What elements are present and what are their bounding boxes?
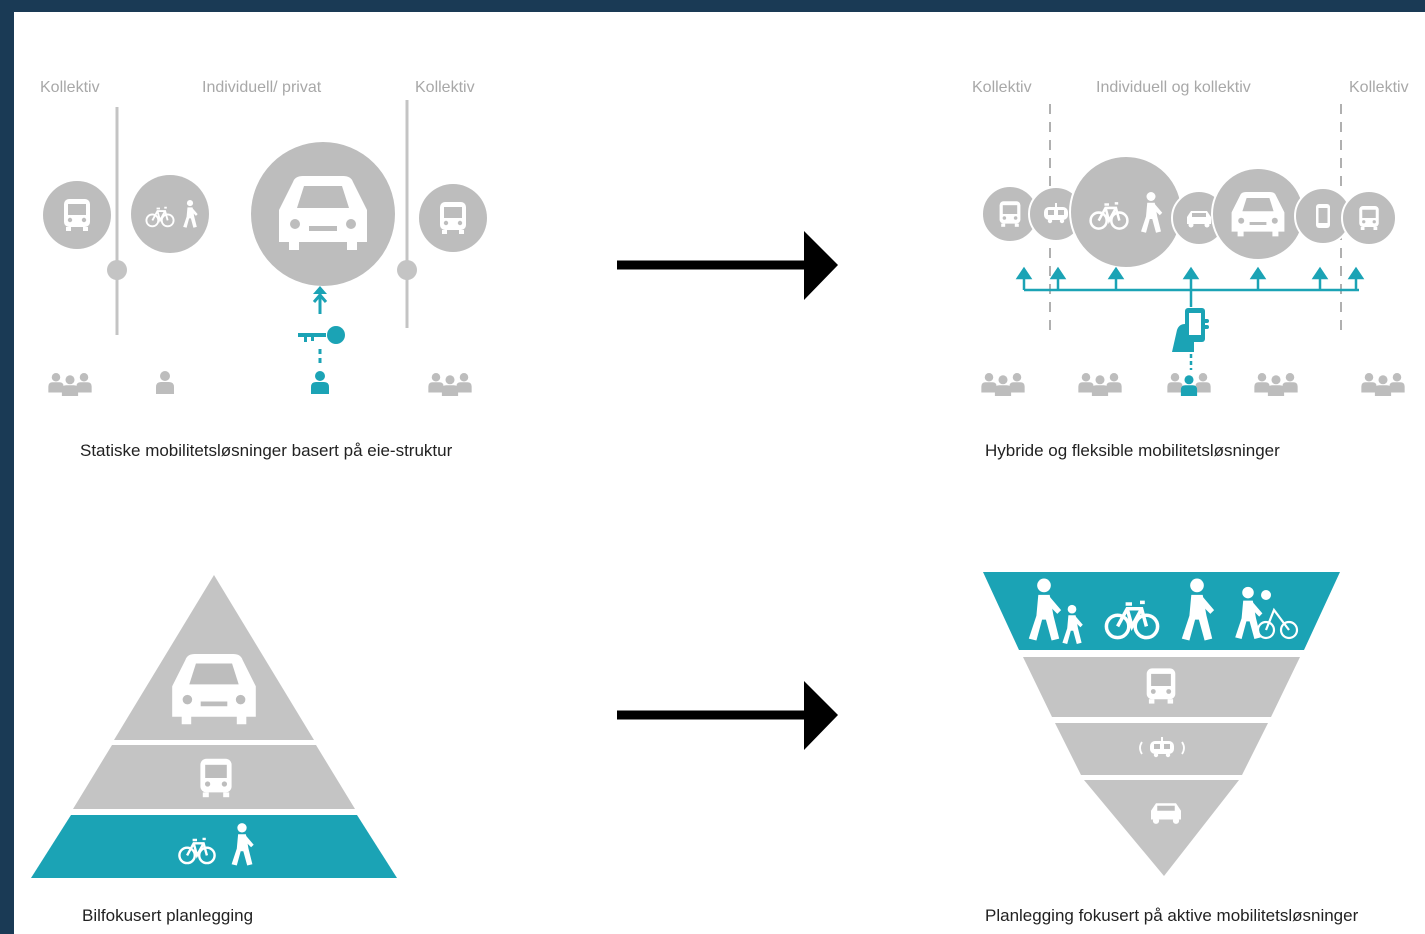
person-icon: [311, 371, 329, 394]
bike-walk-icon: [131, 175, 209, 253]
bus-icon: [43, 181, 111, 249]
bus-icon: [1341, 190, 1397, 246]
bus-icon: [200, 758, 232, 798]
mobility-diagram: Kollektiv Individuell/ privat Kollektiv: [31, 79, 1409, 925]
transition-arrow-top: [617, 231, 838, 300]
caption-static: Statiske mobilitetsløsninger basert på e…: [80, 441, 453, 460]
header-kollektiv-left: Kollektiv: [40, 79, 100, 96]
group-icon: [1167, 372, 1211, 396]
pyramid-bottom-active: [31, 815, 397, 878]
bottom-right-inverted-pyramid: Planlegging fokusert på aktive mobilitet…: [983, 572, 1359, 925]
top-right-panel: Kollektiv Individuell og kollektiv Kolle…: [972, 79, 1409, 460]
car-icon: [1211, 167, 1305, 261]
bus-icon: [1146, 668, 1176, 704]
group-icon: [48, 373, 91, 396]
person-icon: [156, 371, 174, 394]
shuttle-icon: [1139, 737, 1185, 758]
group-icon: [981, 373, 1024, 396]
header-individuell-kollektiv: Individuell og kollektiv: [1096, 79, 1251, 96]
group-icon: [428, 373, 471, 396]
diagram-canvas: Kollektiv Individuell/ privat Kollektiv: [14, 12, 1425, 934]
bottom-left-pyramid: Bilfokusert planlegging: [31, 575, 397, 925]
car-icon: [172, 654, 256, 725]
group-icon: [1254, 373, 1297, 396]
key-access-chain: [298, 286, 345, 394]
bike-walk-icon: [1069, 155, 1183, 269]
header-kollektiv-right: Kollektiv: [415, 79, 475, 96]
key-icon: [298, 326, 345, 344]
header-individuell-privat: Individuell/ privat: [202, 79, 322, 96]
caption-aktive: Planlegging fokusert på aktive mobilitet…: [985, 906, 1359, 925]
caption-hybrid: Hybride og fleksible mobilitetsløsninger: [985, 441, 1280, 460]
top-left-panel: Kollektiv Individuell/ privat Kollektiv: [40, 79, 487, 460]
transition-arrow-bottom: [617, 681, 838, 750]
bus-icon: [419, 184, 487, 252]
header-kollektiv-left: Kollektiv: [972, 79, 1032, 96]
divider-knob: [107, 260, 127, 280]
caption-bilfokusert: Bilfokusert planlegging: [82, 906, 253, 925]
header-kollektiv-right: Kollektiv: [1349, 79, 1409, 96]
group-icon: [1078, 373, 1121, 396]
phone-hand-icon: [1172, 308, 1209, 352]
divider-knob: [397, 260, 417, 280]
family-bike-icon: [1235, 586, 1299, 640]
pyramid-car: [1084, 780, 1239, 876]
distribution-bar: [1015, 266, 1365, 307]
group-icon: [1361, 373, 1404, 396]
car-icon: [251, 142, 395, 286]
